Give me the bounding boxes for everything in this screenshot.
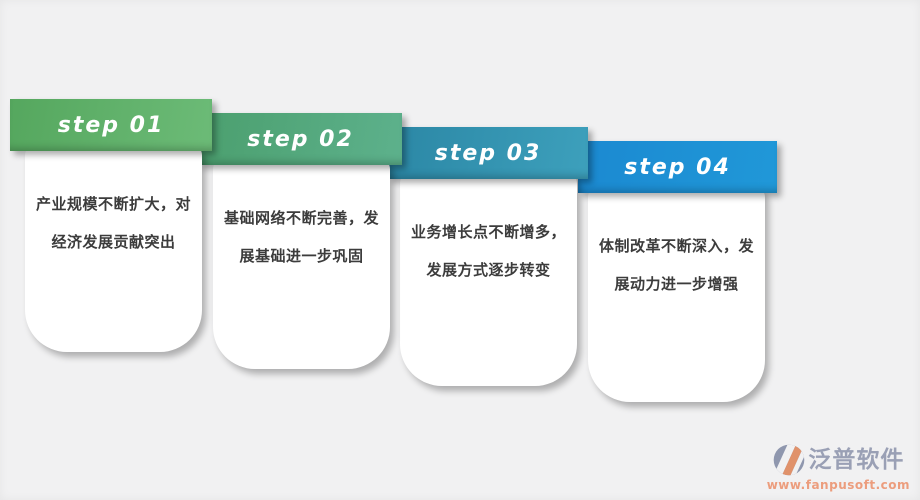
step-01-text-line2: 经济发展贡献突出 <box>51 233 176 251</box>
step-04-label: step 04 <box>624 154 731 180</box>
step-04-text-line2: 展动力进一步增强 <box>614 275 739 293</box>
step-03-card: 业务增长点不断增多， 发展方式逐步转变 <box>400 173 577 386</box>
step-01-label: step 01 <box>57 112 165 138</box>
step-03-label: step 03 <box>434 140 542 166</box>
fanpu-logo-name: 泛普软件 <box>808 446 905 473</box>
step-02-text-line2: 展基础进一步巩固 <box>239 247 364 265</box>
step-01-banner: step 01 <box>10 99 212 151</box>
fanpu-logo-icon <box>774 444 805 476</box>
step-03-banner: step 03 <box>388 127 588 179</box>
step-02-text-line1: 基础网络不断完善，发 <box>223 209 379 227</box>
fanpu-logo: 泛普软件 www.fanpusoft.com <box>767 443 910 492</box>
step-03-text-line1: 业务增长点不断增多， <box>410 223 566 241</box>
step-02-card: 基础网络不断完善，发 展基础进一步巩固 <box>213 159 390 369</box>
step-04-card: 体制改革不断深入，发 展动力进一步增强 <box>588 187 765 402</box>
step-02-label: step 02 <box>247 126 354 152</box>
fanpu-logo-url: www.fanpusoft.com <box>766 478 910 492</box>
step-03-text-line2: 发展方式逐步转变 <box>426 261 551 279</box>
step-02-banner: step 02 <box>199 113 402 165</box>
step-04-text-line1: 体制改革不断深入，发 <box>598 237 754 255</box>
step-01-card: 产业规模不断扩大，对 经济发展贡献突出 <box>25 145 202 352</box>
step-04-banner: step 04 <box>578 141 777 193</box>
step-01-text-line1: 产业规模不断扩大，对 <box>35 195 191 213</box>
